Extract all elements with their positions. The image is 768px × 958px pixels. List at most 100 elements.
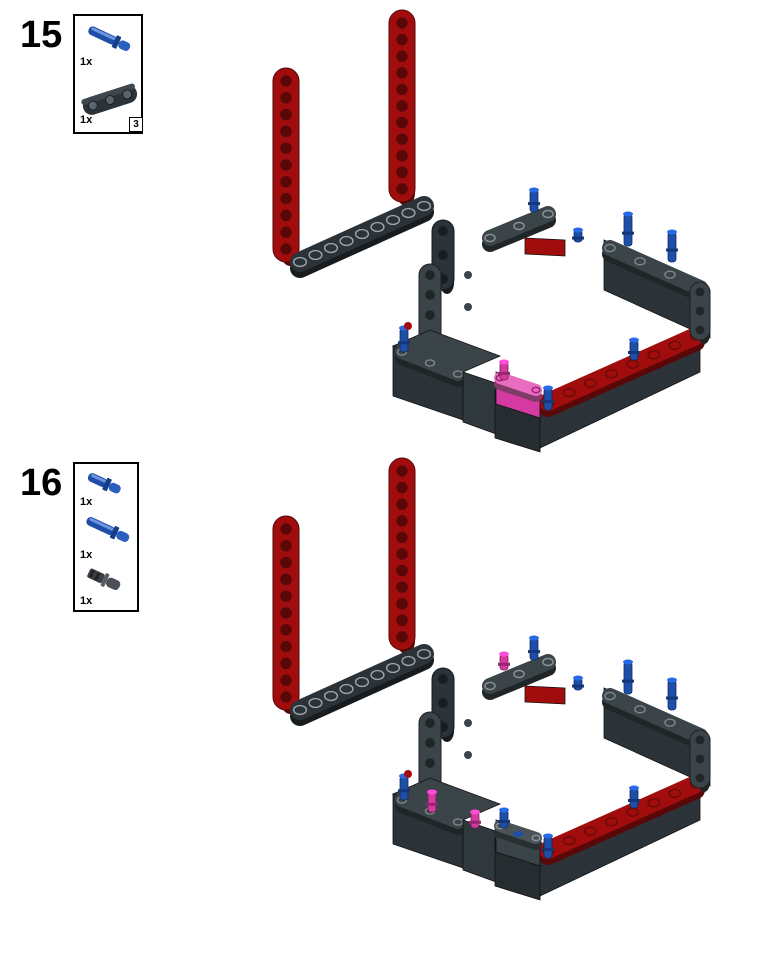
beam-hole [396, 515, 408, 527]
beam-hole [396, 564, 408, 577]
beam-hole [424, 359, 436, 367]
pin [427, 791, 437, 813]
beam-hole [401, 207, 416, 219]
pin [623, 661, 633, 695]
beam-hole [396, 183, 408, 195]
pin-collar [398, 341, 410, 345]
beam-hole [604, 243, 616, 253]
base-block [524, 685, 566, 705]
beam-hole [425, 310, 435, 320]
pin [529, 637, 539, 661]
beam-hole [695, 773, 705, 783]
pin-head [629, 337, 639, 343]
small-red-pin [404, 322, 412, 330]
beam-hole [396, 598, 408, 610]
step-15-assembly-illustration [272, 9, 711, 453]
beam-hole [323, 690, 339, 702]
beam-hole [396, 133, 408, 145]
beam-hole [695, 735, 705, 745]
beam-hole [280, 640, 292, 653]
beam-hole [513, 669, 525, 679]
beam-hole [484, 233, 496, 243]
beam-hole [396, 17, 408, 29]
beam-hole [425, 270, 435, 280]
pin-collar [666, 696, 678, 700]
blue-pin-icon [88, 26, 131, 51]
beam-hole [401, 655, 416, 667]
pin-collar [622, 679, 634, 683]
beam-hole [634, 705, 646, 714]
pin-head [499, 807, 509, 813]
beam-hole [280, 540, 292, 552]
pin-head [529, 635, 539, 641]
pin-head [470, 809, 480, 815]
pin-head [667, 229, 677, 235]
beam-hole [280, 92, 292, 104]
pin-head [529, 187, 539, 193]
beam-hole [438, 226, 448, 236]
beam-hole [280, 657, 292, 670]
beam-hole [542, 657, 554, 667]
beam-hole [396, 150, 408, 162]
assembly-model [272, 457, 711, 901]
pin-collar [628, 799, 640, 802]
beam-hole [280, 590, 292, 602]
beam [290, 644, 434, 720]
peg [464, 271, 472, 279]
beam-hole [531, 386, 541, 394]
part-quantity: 1x [80, 549, 93, 561]
beam-hole [695, 325, 705, 335]
pin-collar [469, 820, 481, 824]
beam-hole [695, 306, 705, 316]
pin-collar [528, 650, 540, 654]
part-quantity: 1x [80, 595, 93, 607]
beam-hole [280, 176, 292, 188]
beam-hole [280, 691, 292, 703]
beam-hole [396, 465, 408, 477]
beam-hole [354, 228, 370, 240]
beam-hole [280, 607, 292, 619]
pin [667, 679, 677, 711]
beam-hole [308, 249, 323, 261]
pin-head [427, 789, 437, 795]
beam-hole [452, 818, 464, 826]
beam-hole [370, 669, 385, 681]
small-red-pin [404, 770, 412, 778]
pin-head [667, 677, 677, 683]
pin [399, 327, 409, 353]
beam-hole [280, 523, 292, 535]
beam [482, 206, 556, 246]
pin [499, 809, 509, 829]
step-16-assembly-illustration [272, 457, 711, 901]
peg [464, 751, 472, 759]
beam-hole [416, 200, 432, 212]
beam-hole [396, 531, 408, 544]
pin-collar [622, 231, 634, 235]
beam-hole [339, 683, 354, 695]
beam-hole [396, 631, 408, 643]
beam-hole [308, 697, 323, 709]
pin-head [623, 211, 633, 217]
beam-hole [668, 788, 682, 799]
beam-hole [280, 75, 292, 87]
pin-collar [426, 803, 438, 806]
pin-head [629, 785, 639, 791]
part-quantity: 1x [80, 496, 93, 508]
step-number: 15 [20, 14, 63, 56]
pin-hole-fill [513, 831, 523, 837]
beam [482, 654, 556, 694]
beam-hole [647, 350, 661, 360]
beam-hole [280, 573, 292, 586]
beam-hole [323, 242, 339, 254]
beam-hole [292, 704, 308, 716]
beam-hole [280, 108, 292, 121]
pin-collar [572, 236, 584, 240]
beam-hole [280, 674, 292, 686]
pin-collar [498, 819, 510, 823]
beam-hole [396, 614, 408, 627]
beam-hole [396, 116, 408, 129]
beam [539, 775, 705, 859]
beam-hole [438, 250, 448, 260]
pin-head [499, 651, 509, 657]
pin-head [623, 659, 633, 665]
